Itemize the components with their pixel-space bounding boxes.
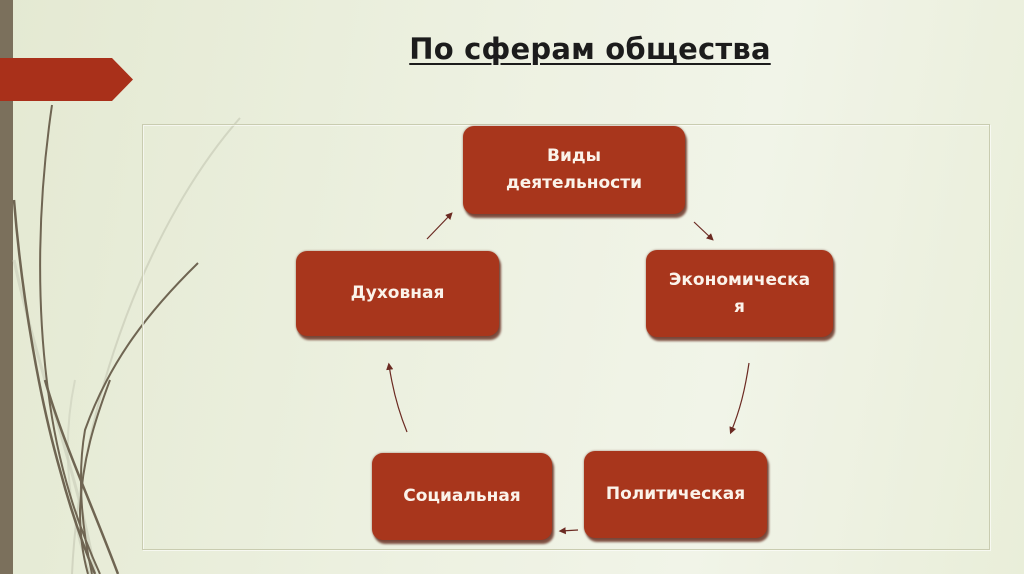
node-social-label: Социальная — [403, 486, 521, 506]
node-activities-line-1: Виды — [547, 146, 601, 166]
node-spiritual-label: Духовная — [350, 283, 445, 303]
node-activities-line-2: деятельности — [505, 173, 643, 193]
node-economic-line-2: я — [734, 296, 745, 317]
left-accent-bar — [0, 0, 13, 574]
node-economic-line-1: Экономическа — [668, 269, 811, 290]
node-activities[interactable]: Виды деятельности — [463, 126, 685, 214]
node-spiritual[interactable]: Духовная — [296, 251, 499, 336]
node-social[interactable]: Социальная — [372, 453, 552, 540]
slide-title: По сферам общества — [409, 32, 771, 66]
node-political-label: Политическая — [605, 484, 746, 504]
node-political[interactable]: Политическая — [584, 451, 767, 538]
title-banner-arrow — [0, 58, 133, 101]
diagram-frame — [142, 124, 990, 550]
node-economic[interactable]: Экономическа я — [646, 250, 833, 337]
